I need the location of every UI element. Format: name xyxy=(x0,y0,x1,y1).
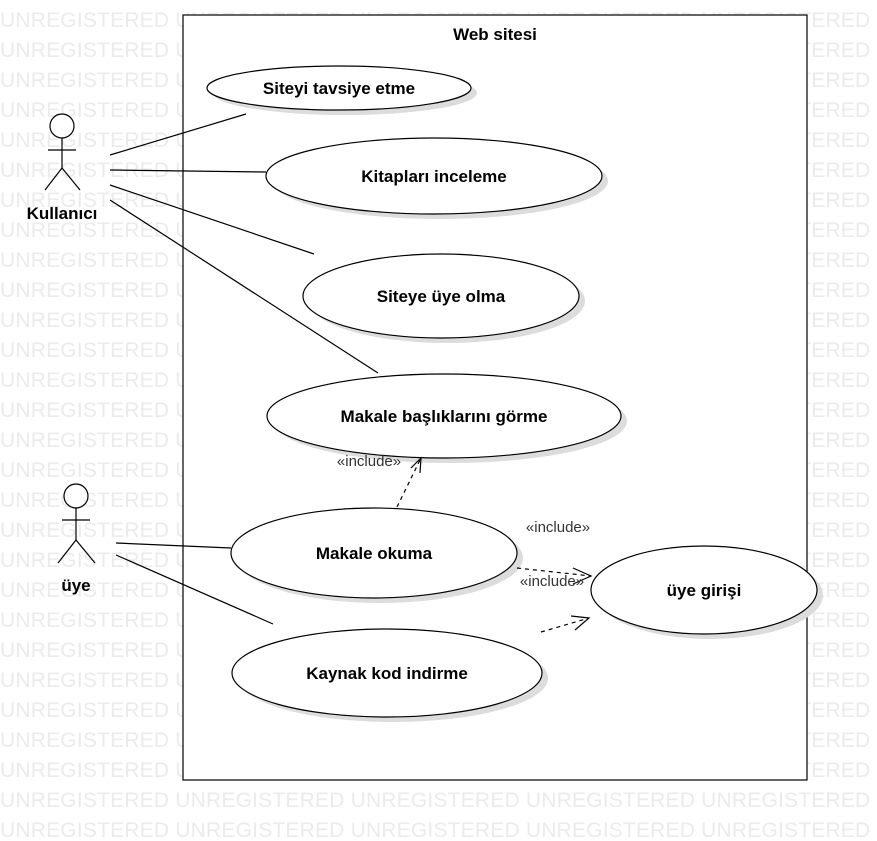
use-case-kitaplari-inceleme[interactable]: Kitapları inceleme xyxy=(265,137,608,219)
assoc-uye-okuma xyxy=(115,542,232,549)
use-case-kaynak-kod-indirme[interactable]: Kaynak kod indirme xyxy=(231,628,548,722)
use-case-siteye-uye-olma[interactable]: Siteye üye olma xyxy=(302,253,585,343)
assoc-kullanici-tavsiye xyxy=(109,113,247,156)
actor-head xyxy=(49,113,75,139)
use-case-makale-basliklarini-gorme[interactable]: Makale başlıklarını görme xyxy=(266,373,627,463)
actor-kullanici[interactable]: Kullanıcı xyxy=(27,113,98,223)
use-case-label: üye girişi xyxy=(667,581,742,600)
include-label: «include» xyxy=(526,519,590,536)
use-case-label: Siteye üye olma xyxy=(377,287,506,306)
include-label: «include» xyxy=(520,573,584,590)
actor-head xyxy=(63,483,89,509)
use-case-label: Siteyi tavsiye etme xyxy=(263,79,415,98)
use-case-siteyi-tavsiye-etme[interactable]: Siteyi tavsiye etme xyxy=(206,65,477,115)
use-case-label: Makale başlıklarını görme xyxy=(341,407,548,426)
use-case-label: Makale okuma xyxy=(316,544,433,563)
include-kaynak-to-giris: «include» xyxy=(520,573,591,633)
use-case-label: Kitapları inceleme xyxy=(361,167,507,186)
assoc-kullanici-kitaplar xyxy=(109,169,267,173)
include-label: «include» xyxy=(337,453,401,470)
include-okuma-to-giris: «include» xyxy=(516,519,593,585)
watermark-row: UNREGISTERED UNREGISTERED UNREGISTERED U… xyxy=(0,789,877,812)
use-case-uye-girisi[interactable]: üye girişi xyxy=(590,545,823,639)
assoc-uye-kaynak xyxy=(115,554,274,625)
actor-label: Kullanıcı xyxy=(27,204,98,223)
system-title: Web sitesi xyxy=(453,25,537,44)
use-case-label: Kaynak kod indirme xyxy=(306,664,468,683)
use-case-makale-okuma[interactable]: Makale okuma xyxy=(230,507,523,603)
watermark-row: UNREGISTERED UNREGISTERED UNREGISTERED U… xyxy=(0,819,877,841)
actor-uye[interactable]: üye xyxy=(57,483,96,595)
include-okuma-to-basliklar: «include» xyxy=(337,453,422,508)
actor-label: üye xyxy=(61,576,90,595)
assoc-kullanici-uye-olma xyxy=(109,184,315,255)
assoc-kullanici-basliklar xyxy=(109,199,379,374)
